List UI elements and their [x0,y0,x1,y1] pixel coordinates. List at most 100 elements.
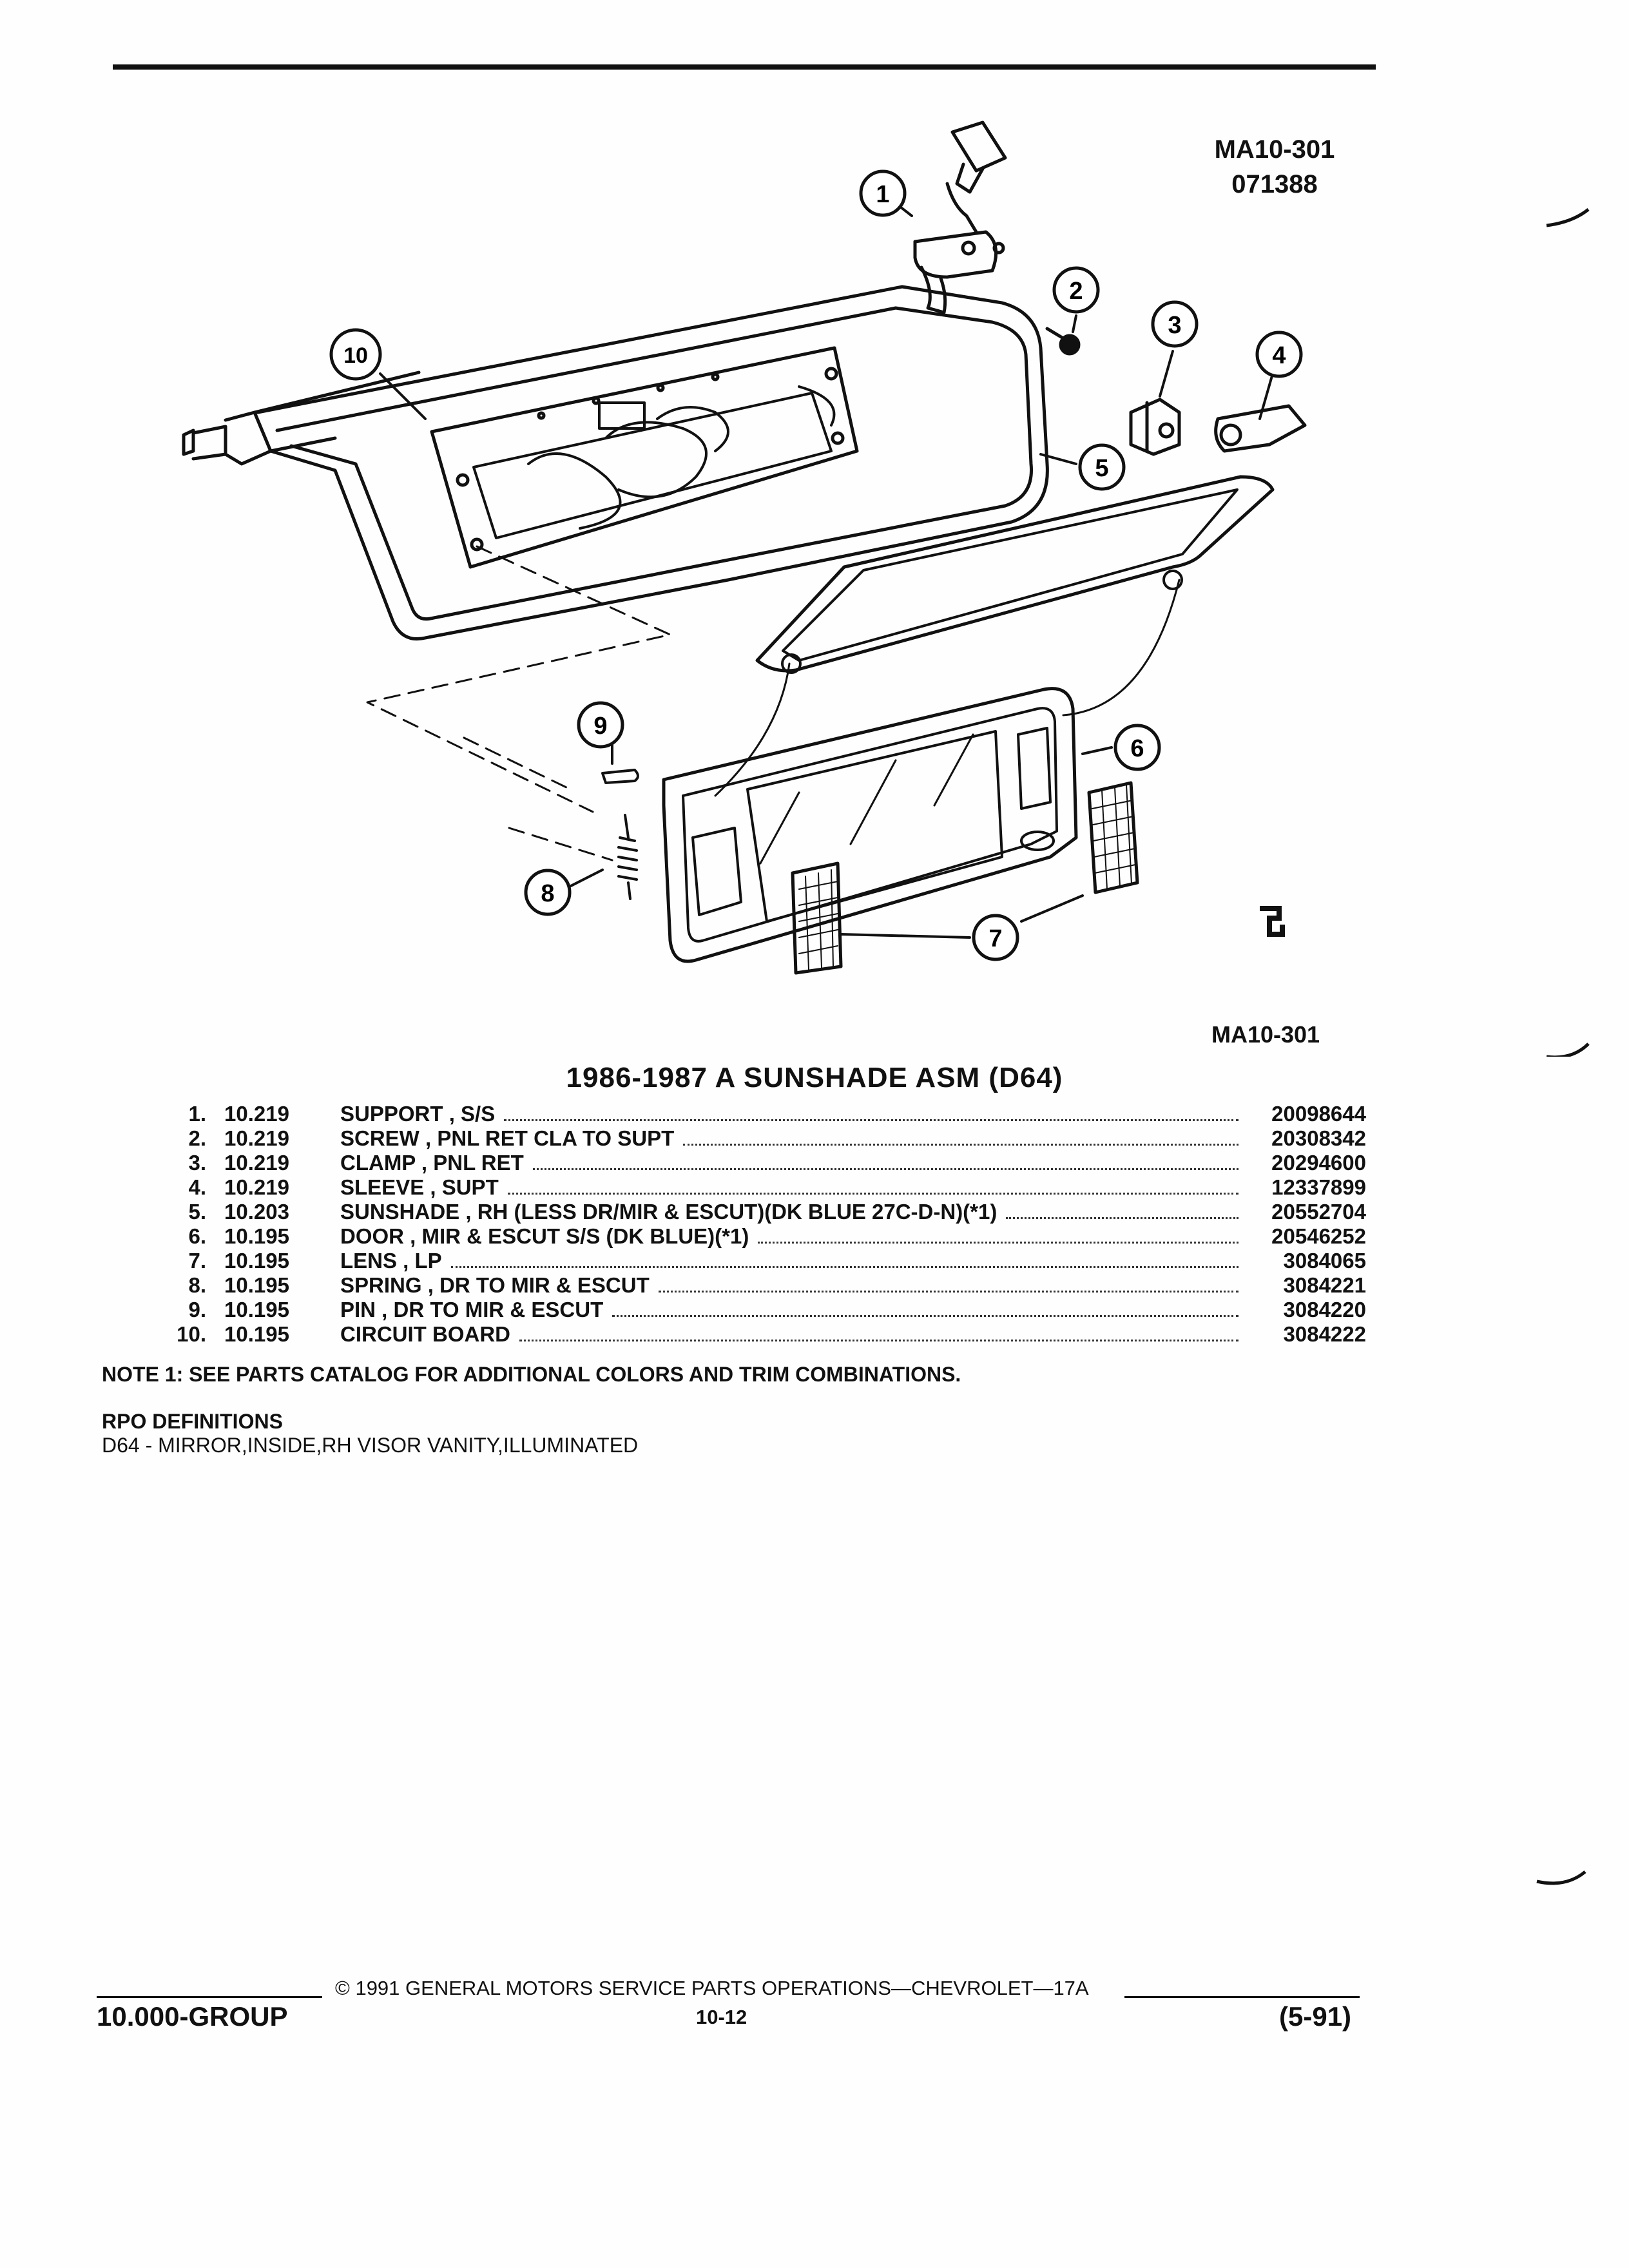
footer-rule-left [97,1996,322,1998]
top-rule [113,64,1376,70]
parts-row: 9. 10.195 PIN , DR TO MIR & ESCUT 3084220 [168,1298,1366,1322]
callout-10: 10 [329,328,382,381]
part-description: SLEEVE , SUPT [340,1175,499,1199]
circuit-board-panel [430,346,859,569]
pin-part [601,769,639,784]
part-description: LENS , LP [340,1249,442,1273]
part-number-index: 6. [188,1224,206,1248]
figure-code-block: MA10-301 071388 [1191,132,1358,202]
svg-text:7: 7 [988,925,1002,952]
svg-text:2: 2 [1069,278,1083,305]
part-section-code: 10.219 [224,1151,289,1175]
page-title: 1986-1987 A SUNSHADE ASM (D64) [566,1062,1063,1093]
sunshade-exploded-diagram: 1 2 3 4 5 6 7 8 9 10 [182,120,1590,1057]
callout-6: 6 [1113,724,1161,771]
part-section-code: 10.195 [224,1273,289,1297]
dot-leader [683,1144,1239,1146]
part-description: DOOR , MIR & ESCUT S/S (DK BLUE)(*1) [340,1224,749,1248]
part-number-index: 9. [188,1298,206,1321]
sunshade-body-outline [256,285,1049,641]
part-description: SCREW , PNL RET CLA TO SUPT [340,1126,675,1150]
dot-leader [519,1340,1239,1341]
part-number: 3084065 [1283,1249,1366,1273]
rpo-definition: D64 - MIRROR,INSIDE,RH VISOR VANITY,ILLU… [102,1434,639,1457]
callout-leaders [379,192,1274,939]
part-section-code: 10.195 [224,1249,289,1273]
screw-part [1045,327,1081,356]
callout-8: 8 [524,869,572,916]
part-number-index: 5. [188,1200,206,1224]
svg-text:1: 1 [876,181,889,208]
figure-code: MA10-301 [1214,135,1335,164]
dot-leader [532,1168,1239,1170]
alignment-lines [366,545,671,861]
part-number-index: 4. [188,1175,206,1199]
part-section-code: 10.195 [224,1322,289,1346]
part-number-index: 1. [188,1102,206,1126]
dot-leader [658,1291,1239,1293]
margin-punch-mark-1 [1546,208,1590,227]
sleeve-part [1214,404,1307,453]
part-section-code: 10.219 [224,1102,289,1126]
callout-7: 7 [972,914,1019,961]
note-text: NOTE 1: SEE PARTS CATALOG FOR ADDITIONAL… [102,1363,961,1386]
mirror-escutcheon [662,579,1181,963]
callout-2: 2 [1052,266,1100,314]
support-part [913,120,1007,314]
parts-row: 1. 10.219 SUPPORT , S/S 20098644 [168,1102,1366,1126]
part-number: 12337899 [1271,1175,1366,1199]
part-number: 20552704 [1271,1200,1366,1224]
part-section-code: 10.219 [224,1126,289,1150]
part-number: 3084221 [1283,1273,1366,1297]
parts-row: 5. 10.203 SUNSHADE , RH (LESS DR/MIR & ESC… [168,1200,1366,1224]
part-number: 20546252 [1271,1224,1366,1248]
margin-punch-mark-2 [1547,1043,1590,1057]
figure-date-code: 071388 [1231,170,1318,198]
parts-row: 4. 10.219 SLEEVE , SUPT 12337899 [168,1175,1366,1200]
svg-text:8: 8 [541,880,554,907]
parts-row: 7. 10.195 LENS , LP 3084065 [168,1249,1366,1273]
svg-text:10: 10 [343,343,368,368]
part-section-code: 10.203 [224,1200,289,1224]
part-description: SUNSHADE , RH (LESS DR/MIR & ESCUT)(DK B… [340,1200,998,1224]
part-number-index: 10. [177,1322,206,1346]
part-section-code: 10.219 [224,1175,289,1199]
dot-leader [504,1119,1239,1121]
part-description: SPRING , DR TO MIR & ESCUT [340,1273,650,1297]
callout-3: 3 [1151,300,1199,348]
part-number-index: 3. [188,1151,206,1175]
parts-row: 6. 10.195 DOOR , MIR & ESCUT S/S (DK BLUE)… [168,1224,1366,1249]
dot-leader [1006,1217,1239,1219]
part-description: CLAMP , PNL RET [340,1151,524,1175]
lens-right [1087,781,1139,894]
part-number: 3084220 [1283,1298,1366,1321]
svg-text:5: 5 [1095,455,1108,482]
dot-leader [612,1315,1239,1317]
part-section-code: 10.195 [224,1298,289,1321]
sunshade-body-inner [275,306,1033,621]
footer-group: 10.000-GROUP [97,2001,288,2032]
callout-9: 9 [577,701,624,749]
part-section-code: 10.195 [224,1224,289,1248]
dot-leader [507,1193,1239,1195]
part-number-index: 7. [188,1249,206,1273]
part-description: SUPPORT , S/S [340,1102,496,1126]
footer-revision: (5-91) [1279,2001,1352,2032]
part-number-index: 8. [188,1273,206,1297]
part-number: 3084222 [1283,1322,1366,1346]
door-frame [755,475,1275,674]
part-description: PIN , DR TO MIR & ESCUT [340,1298,604,1321]
lens-left [791,861,843,975]
parts-row: 2. 10.219 SCREW , PNL RET CLA TO SUPT 20308… [168,1126,1366,1151]
part-number: 20308342 [1271,1126,1366,1150]
callout-5: 5 [1078,443,1126,491]
parts-row: 8. 10.195 SPRING , DR TO MIR & ESCUT 308422… [168,1273,1366,1298]
clamp-part [1129,398,1181,456]
footer-copyright: © 1991 GENERAL MOTORS SERVICE PARTS OPER… [335,1977,1089,1999]
callout-1: 1 [859,169,907,217]
part-number-index: 2. [188,1126,206,1150]
part-number: 20098644 [1271,1102,1366,1126]
rpo-heading: RPO DEFINITIONS [102,1410,283,1433]
